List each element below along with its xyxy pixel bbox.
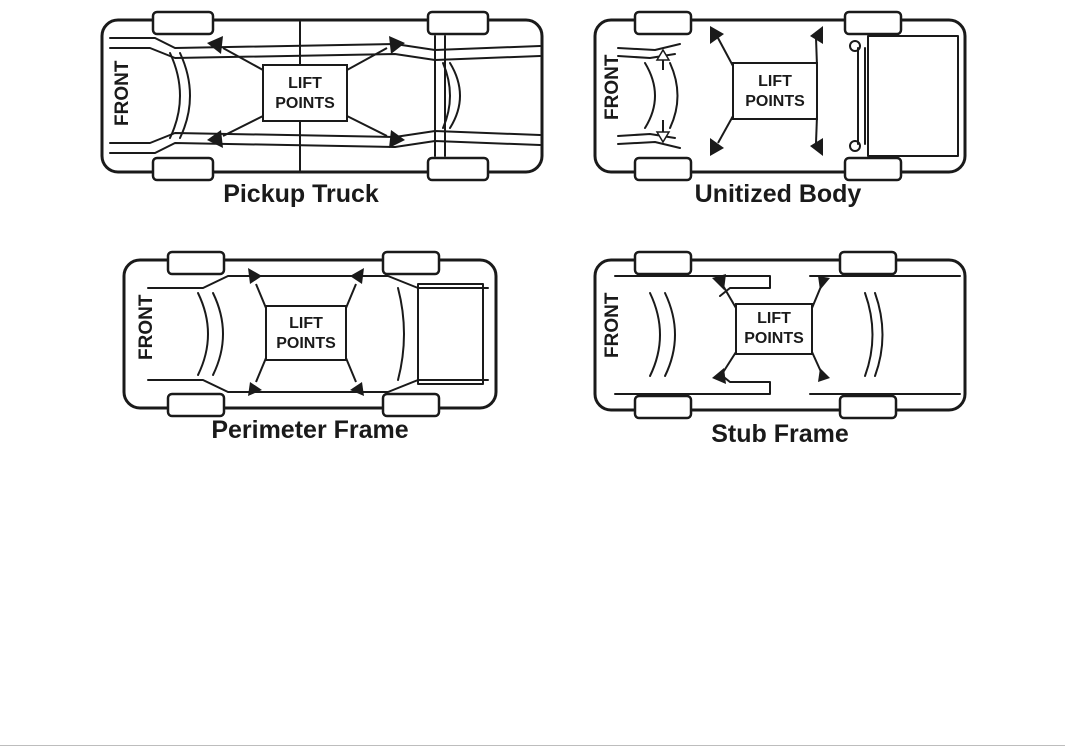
lift-points-line-1: LIFT [289, 315, 323, 332]
wheel-front-bottom [151, 156, 215, 182]
wheel-front-bottom [166, 392, 226, 418]
caption: Pickup Truck [223, 180, 379, 208]
diagram-perimeter-frame: FRONT LIFT POINTS Perimeter Frame [118, 248, 503, 448]
diagram-pickup-truck: FRONT LIFT POINTS Pickup Truck [95, 8, 555, 213]
wheel-rear-top [843, 10, 903, 36]
wheel-front-top [633, 250, 693, 276]
frame-rails [614, 275, 961, 395]
diagram-stub-frame: FRONT LIFT POINTS Stub Frame [590, 248, 975, 453]
vehicle-outline [100, 18, 544, 174]
front-label: FRONT [602, 292, 623, 358]
wheel-front-top [166, 250, 226, 276]
frame-rails [147, 275, 489, 393]
wheel-rear-top [381, 250, 441, 276]
vehicle-outline [593, 18, 967, 174]
stub-frame-svg: FRONT LIFT POINTS Stub Frame [593, 250, 967, 448]
lift-point-arrows [248, 268, 364, 396]
wheel-front-top [633, 10, 693, 36]
lift-point-arrows [207, 36, 405, 148]
pickup-truck-svg: FRONT LIFT POINTS Pickup Truck [100, 10, 544, 208]
front-label: FRONT [602, 54, 623, 120]
lift-points-box [265, 305, 347, 361]
diagram-unitized-body: FRONT LIFT POINTS Unitized Body [590, 8, 975, 213]
outline-arrows [655, 48, 671, 144]
lift-points-box [262, 64, 348, 122]
footer-rule [0, 745, 1065, 746]
front-label: FRONT [112, 60, 133, 126]
wheel-front-top [151, 10, 215, 36]
front-label: FRONT [136, 294, 157, 360]
lift-points-line-2: POINTS [275, 95, 335, 112]
lift-points-box [735, 303, 813, 355]
wheel-rear-bottom [381, 392, 441, 418]
body-structure [617, 35, 959, 157]
lift-points-line-2: POINTS [744, 330, 804, 347]
vehicle-outline [122, 258, 498, 410]
caption: Stub Frame [711, 420, 849, 448]
unitized-body-svg: FRONT LIFT POINTS Unitized Body [593, 10, 967, 208]
lift-points-line-2: POINTS [745, 93, 805, 110]
wheel-rear-bottom [843, 156, 903, 182]
wheel-rear-top [838, 250, 898, 276]
frame-rails [109, 21, 541, 171]
lift-points-line-1: LIFT [758, 73, 792, 90]
perimeter-frame-svg: FRONT LIFT POINTS Perimeter Frame [122, 250, 498, 444]
lift-points-line-2: POINTS [276, 335, 336, 352]
lift-points-box [732, 62, 818, 120]
caption: Perimeter Frame [211, 416, 408, 444]
wheel-rear-bottom [426, 156, 490, 182]
vehicle-outline [593, 258, 967, 412]
wheel-rear-top [426, 10, 490, 36]
lift-points-line-1: LIFT [288, 75, 322, 92]
caption: Unitized Body [695, 180, 862, 208]
wheel-rear-bottom [838, 394, 898, 420]
wheel-front-bottom [633, 156, 693, 182]
lift-point-arrows [710, 26, 823, 156]
lift-points-line-1: LIFT [757, 310, 791, 327]
lift-point-arrows [712, 274, 830, 384]
wheel-front-bottom [633, 394, 693, 420]
